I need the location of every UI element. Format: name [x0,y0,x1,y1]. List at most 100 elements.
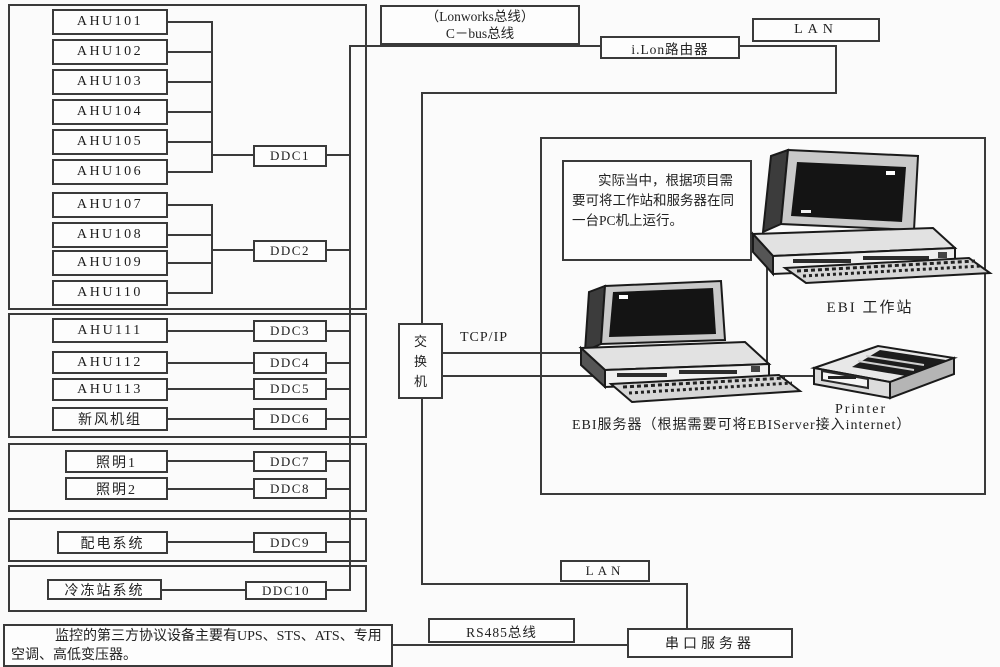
ahu-box: AHU102 [52,39,168,65]
third-party-note-box: 监控的第三方协议设备主要有UPS、STS、ATS、专用空调、高低变压器。 [3,624,393,667]
ahu-box: AHU112 [52,351,168,374]
chiller-group-frame [8,565,367,612]
connector-line [327,541,351,543]
lan-top-box: LAN [752,18,880,42]
connector-line [168,262,212,264]
collector-bus [211,21,213,173]
ahu-box: AHU108 [52,222,168,248]
connector-line [835,45,837,94]
connector-line [168,81,212,83]
connector-line [766,236,768,377]
connector-line [327,589,351,591]
ahu-box: AHU113 [52,378,168,401]
pc-note-box: 实际当中，根据项目需要可将工作站和服务器在同一台PC机上运行。 [562,160,752,261]
tcpip-line [443,375,608,377]
lan-bottom-line [421,583,688,585]
connector-line [421,92,423,323]
connector-line [327,154,351,156]
connector-line [168,388,253,390]
ddc-box: DDC4 [253,352,327,374]
connector-line [168,330,253,332]
ddc-box: DDC9 [253,532,327,553]
lonworks-bus-line [349,45,351,591]
ahu-box: AHU106 [52,159,168,185]
connector-line [168,171,212,173]
ddc-box: DDC8 [253,478,327,499]
ddc-box: DDC7 [253,451,327,472]
connector-line [168,204,212,206]
connector-line [327,330,351,332]
rs485-bus-label-box: RS485总线 [428,618,575,643]
connector-line [168,292,212,294]
lighting1-box: 照明1 [65,450,168,473]
connector-line [168,362,253,364]
connector-line [327,249,351,251]
connector-line [168,141,212,143]
server-label: EBI服务器（根据需要可将EBIServer接入internet） [572,418,912,433]
ahu-box: AHU107 [52,192,168,218]
connector-line [327,418,351,420]
server-illustration [578,279,803,404]
ahu-box: AHU101 [52,9,168,35]
connector-line [327,460,351,462]
tcpip-label: TCP/IP [460,330,509,345]
ddc-box: DDC5 [253,378,327,400]
connector-line [740,45,837,47]
connector-line [168,418,253,420]
switch-char: 换 [413,353,427,369]
connector-line [755,375,815,377]
ddc-box: DDC3 [253,320,327,342]
lonworks-bus-label-box: （Lonworks总线） C－bus总线 [380,5,580,45]
switch-char: 交 [413,333,427,349]
connector-line [421,398,423,585]
ahu-group1-frame [8,4,367,310]
connector-line [168,234,212,236]
connector-line [327,362,351,364]
tcpip-line [443,352,600,354]
lonworks-label-line1: （Lonworks总线） [425,9,535,24]
connector-line [211,154,253,156]
ilon-router-box: i.Lon路由器 [600,36,740,59]
fresh-air-unit-box: 新风机组 [52,407,168,431]
serial-server-box: 串口服务器 [627,628,793,658]
printer-illustration [810,344,958,400]
ahu-box: AHU111 [52,318,168,343]
workstation-illustration [750,148,993,285]
rs485-bus-line [393,644,627,646]
connector-line [168,51,212,53]
connector-line [421,92,837,94]
workstation-label: EBI 工作站 [826,300,914,316]
ahu-group2-frame [8,313,367,438]
lonworks-label-line2: C－bus总线 [445,26,515,41]
connector-line [327,488,351,490]
ddc-box: DDC10 [245,581,327,600]
pc-note-text: 实际当中，根据项目需要可将工作站和服务器在同一台PC机上运行。 [572,173,734,228]
power-distribution-box: 配电系统 [57,531,168,554]
ahu-box: AHU105 [52,129,168,155]
third-party-note-text: 监控的第三方协议设备主要有UPS、STS、ATS、专用空调、高低变压器。 [11,628,382,663]
ahu-box: AHU109 [52,250,168,276]
lighting-group-frame [8,443,367,512]
connector-line [162,589,245,591]
connector-line [168,21,212,23]
ebi-system-frame [540,137,986,495]
ddc-box: DDC1 [253,145,327,167]
ddc-box: DDC6 [253,408,327,430]
lonworks-bus-line [349,45,600,47]
switch-char: 机 [413,373,427,389]
switch-box: 交 换 机 [398,323,443,399]
connector-line [168,541,253,543]
connector-line [168,488,253,490]
ahu-box: AHU104 [52,99,168,125]
connector-line [168,460,253,462]
ddc-box: DDC2 [253,240,327,262]
lan-bottom-box: LAN [560,560,650,582]
ahu-box: AHU103 [52,69,168,95]
connector-line [686,583,688,628]
connector-line [168,111,212,113]
power-group-frame [8,518,367,562]
connector-line [211,249,253,251]
printer-label: Printer [835,402,888,417]
connector-line [327,388,351,390]
